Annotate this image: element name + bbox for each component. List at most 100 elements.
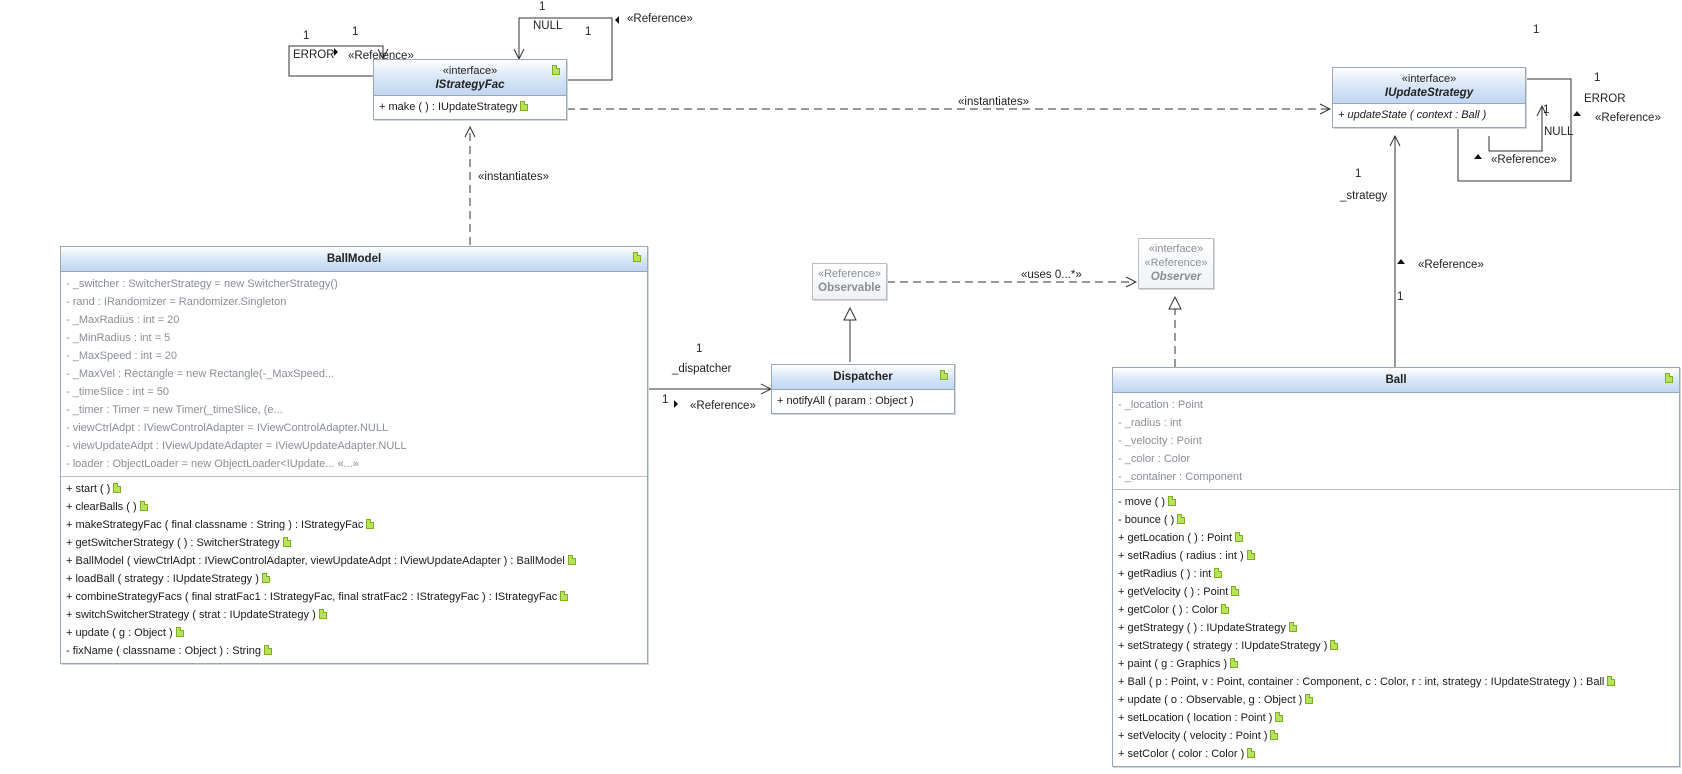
operation-row[interactable]: + setColor ( color : Color ) xyxy=(1118,745,1674,763)
operation-row[interactable]: + make ( ) : IUpdateStrategy xyxy=(379,99,561,116)
uses-label: «uses 0...*» xyxy=(1021,269,1082,281)
attribute-row[interactable]: - _MaxVel : Rectangle = new Rectangle(-_… xyxy=(66,368,335,380)
document-ok-icon xyxy=(1288,622,1297,632)
operation-row[interactable]: - fixName ( classname : Object ) : Strin… xyxy=(66,642,642,660)
operation-row[interactable]: + update ( o : Observable, g : Object ) xyxy=(1118,691,1674,709)
document-ok-icon xyxy=(366,519,375,529)
operations-section: - move ( ) - bounce ( ) + getLocation ( … xyxy=(1113,489,1679,766)
operation-row[interactable]: + makeStrategyFac ( final classname : St… xyxy=(66,516,642,534)
operation-text: + clearBalls ( ) xyxy=(66,501,137,513)
attribute-row[interactable]: - _color : Color xyxy=(1118,453,1191,465)
class-dispatcher[interactable]: Dispatcher + notifyAll ( param : Object … xyxy=(771,364,955,414)
triangle-arrow-icon xyxy=(1397,259,1405,264)
operation-row[interactable]: + paint ( g : Graphics ) xyxy=(1118,655,1674,673)
document-ok-icon xyxy=(1168,496,1177,506)
attribute-row[interactable]: - _velocity : Point xyxy=(1118,435,1202,447)
operation-row[interactable]: - move ( ) xyxy=(1118,493,1674,511)
attribute-row[interactable]: - rand : IRandomizer = Randomizer.Single… xyxy=(66,296,287,308)
attribute-row[interactable]: - _MinRadius : int = 5 xyxy=(66,332,171,344)
operation-row[interactable]: + combineStrategyFacs ( final stratFac1 … xyxy=(66,588,642,606)
operations-section: + start ( ) + clearBalls ( ) + makeStrat… xyxy=(61,476,647,663)
operation-text: + loadBall ( strategy : IUpdateStrategy … xyxy=(66,573,259,585)
attribute-row[interactable]: - _MaxSpeed : int = 20 xyxy=(66,350,177,362)
attribute-row[interactable]: - _location : Point xyxy=(1118,399,1203,411)
operation-row[interactable]: + getVelocity ( ) : Point xyxy=(1118,583,1674,601)
attribute-row[interactable]: - _container : Component xyxy=(1118,471,1243,483)
class-header: «interface» IUpdateStrategy xyxy=(1333,68,1525,104)
operation-row[interactable]: + loadBall ( strategy : IUpdateStrategy … xyxy=(66,570,642,588)
stereotype-label: «Reference» xyxy=(1418,259,1484,271)
document-ok-icon xyxy=(567,555,576,565)
operation-row[interactable]: + getSwitcherStrategy ( ) : SwitcherStra… xyxy=(66,534,642,552)
operation-text: + paint ( g : Graphics ) xyxy=(1118,658,1228,670)
document-ok-icon xyxy=(1214,568,1223,578)
attribute-row[interactable]: - loader : ObjectLoader = new ObjectLoad… xyxy=(66,458,359,470)
attribute-row[interactable]: - _switcher : SwitcherStrategy = new Swi… xyxy=(66,278,338,290)
operation-text: + start ( ) xyxy=(66,483,111,495)
class-header: «Reference» Observable xyxy=(813,264,886,299)
operation-text: - move ( ) xyxy=(1118,496,1166,508)
operation-row[interactable]: + getRadius ( ) : int xyxy=(1118,565,1674,583)
attribute-row[interactable]: - _timer : Timer = new Timer(_timeSlice,… xyxy=(66,404,283,416)
operation-row[interactable]: + start ( ) xyxy=(66,480,642,498)
class-observer[interactable]: «interface» «Reference» Observer xyxy=(1138,238,1214,289)
operation-text: + update ( o : Observable, g : Object ) xyxy=(1118,694,1303,706)
operation-row[interactable]: + getLocation ( ) : Point xyxy=(1118,529,1674,547)
operation-row[interactable]: + notifyAll ( param : Object ) xyxy=(777,395,914,407)
attributes-section: - _location : Point - _radius : int - _v… xyxy=(1113,393,1679,489)
class-name: Dispatcher xyxy=(833,371,893,383)
stereotype-label: «interface» xyxy=(1401,73,1457,85)
operation-row[interactable]: - bounce ( ) xyxy=(1118,511,1674,529)
attribute-row[interactable]: - _radius : int xyxy=(1118,417,1182,429)
document-ok-icon xyxy=(1665,373,1673,383)
operation-row[interactable]: + getColor ( ) : Color xyxy=(1118,601,1674,619)
role-label: NULL xyxy=(533,20,563,32)
operation-row[interactable]: + setStrategy ( strategy : IUpdateStrate… xyxy=(1118,637,1674,655)
multiplicity-label: 1 xyxy=(303,30,310,42)
operations-section: + updateState ( context : Ball ) xyxy=(1333,104,1525,127)
operation-row[interactable]: + update ( g : Object ) xyxy=(66,624,642,642)
operation-row[interactable]: + setRadius ( radius : int ) xyxy=(1118,547,1674,565)
operation-row[interactable]: + BallModel ( viewCtrlAdpt : IViewContro… xyxy=(66,552,642,570)
edge-iupdatestrategy-null-self xyxy=(1488,106,1542,152)
operation-row[interactable]: + clearBalls ( ) xyxy=(66,498,642,516)
operation-row[interactable]: + setLocation ( location : Point ) xyxy=(1118,709,1674,727)
multiplicity-label: 1 xyxy=(1355,168,1362,180)
class-name: Observable xyxy=(818,282,881,294)
attribute-row[interactable]: - viewCtrlAdpt : IViewControlAdapter = I… xyxy=(66,422,389,434)
class-iupdatestrategy[interactable]: «interface» IUpdateStrategy + updateStat… xyxy=(1332,67,1526,128)
class-istrategyfac[interactable]: «interface» IStrategyFac + make ( ) : IU… xyxy=(373,59,567,120)
operation-row[interactable]: + setVelocity ( velocity : Point ) xyxy=(1118,727,1674,745)
attribute-row[interactable]: - _MaxRadius : int = 20 xyxy=(66,314,180,326)
triangle-arrow-icon xyxy=(1573,111,1581,116)
stereotype-label: «Reference» xyxy=(690,400,756,412)
operation-row[interactable]: + updateState ( context : Ball ) xyxy=(1338,107,1520,124)
edge-istrategyfac-error-self xyxy=(288,45,383,77)
document-ok-icon xyxy=(1220,604,1229,614)
stereotype-label-secondary: «Reference» xyxy=(1144,257,1208,269)
operation-text: - fixName ( classname : Object ) : Strin… xyxy=(66,645,261,657)
class-ballmodel[interactable]: BallModel - _switcher : SwitcherStrategy… xyxy=(60,246,648,664)
operation-text: + combineStrategyFacs ( final stratFac1 … xyxy=(66,591,558,603)
document-ok-icon xyxy=(318,609,327,619)
document-ok-icon xyxy=(560,591,569,601)
class-header: «interface» «Reference» Observer xyxy=(1139,239,1213,288)
operation-row[interactable]: + Ball ( p : Point, v : Point, container… xyxy=(1118,673,1674,691)
operation-row[interactable]: + getStrategy ( ) : IUpdateStrategy xyxy=(1118,619,1674,637)
document-ok-icon xyxy=(264,645,272,655)
class-name: Ball xyxy=(1385,374,1407,386)
attribute-row[interactable]: - _timeSlice : int = 50 xyxy=(66,386,170,398)
operation-row[interactable]: + switchSwitcherStrategy ( strat : IUpda… xyxy=(66,606,642,624)
class-observable[interactable]: «Reference» Observable xyxy=(812,263,887,300)
document-ok-icon xyxy=(261,573,270,583)
multiplicity-label: 1 xyxy=(585,26,592,38)
class-header: Dispatcher xyxy=(772,365,954,390)
class-ball[interactable]: Ball - _location : Point - _radius : int… xyxy=(1112,367,1680,767)
attribute-row[interactable]: - viewUpdateAdpt : IViewUpdateAdapter = … xyxy=(66,440,407,452)
class-header: Ball xyxy=(1113,368,1679,393)
stereotype-label: «Reference» xyxy=(627,13,693,25)
multiplicity-label: 1 xyxy=(352,26,359,38)
operation-text: + getRadius ( ) : int xyxy=(1118,568,1212,580)
attributes-section: - _switcher : SwitcherStrategy = new Swi… xyxy=(61,272,647,476)
